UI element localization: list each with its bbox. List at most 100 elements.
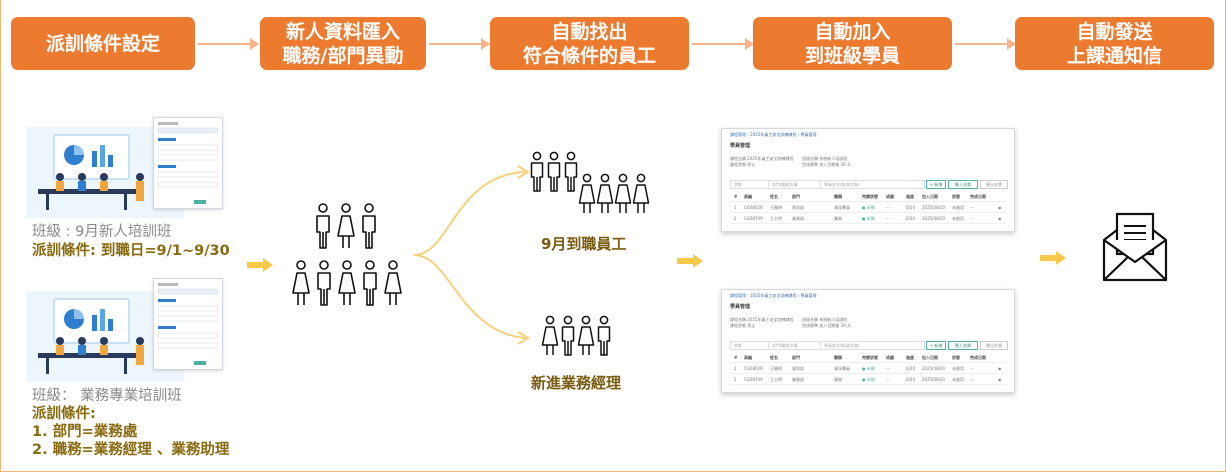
table-cell: 王大明 [770,377,782,382]
column-header: 員編 [744,194,752,199]
column-header: 部門 [792,355,800,360]
import-button[interactable]: 匯入名單 [948,341,978,350]
table-cell: 王大明 [770,216,782,221]
breadcrumb: 課程管理 › 2025年員工安全訓練課程 › 學員管理 [730,132,817,137]
class-name: 班級名稱 系統新人培訓班 [802,317,848,322]
table-cell: 王曉明 [770,366,782,371]
table-cell: 2025/08/20 [922,366,946,371]
column-header: 姓名 [770,355,778,360]
table-cell: 未啟用 [952,366,964,371]
table-cell: 2 [734,377,737,382]
step-import-new-hires: 新人資料匯入 職務/部門異動 [260,17,426,70]
roster-screenshot-1: 課程管理 › 2025年員工安全訓練課程 › 學員管理 學員管理 課程名稱 20… [721,128,1015,232]
add-button[interactable]: + 新增 [926,341,946,350]
status-filter[interactable]: 狀態 [730,180,769,189]
flow-arrow-2 [429,38,490,50]
name-search-input[interactable]: 學員姓名/帳號/信箱 [820,341,925,350]
table-cell: CG08026 [744,366,763,371]
table-cell: 2025/08/20 [922,216,946,221]
class2-name: 班級： 業務專業培訓班 [32,388,182,404]
column-header: 進度 [906,194,914,199]
column-header: 狀態 [952,355,960,360]
table-row[interactable]: 2 CG08709 王大明 業務部 業務 ● 未開 -- 0/20 2025/0… [730,376,1006,385]
new-hires-group-icon [530,151,650,214]
step-find-employees: 自動找出 符合條件的員工 [490,17,689,70]
table-cell: ● 未開 [862,216,875,221]
class2-condition-1: 1. 部門=業務處 [32,424,138,440]
table-row[interactable]: 1 CG08026 王曉明 資訊部 資深專員 ● 未開 -- 0/20 2025… [730,365,1006,374]
column-header: 進度 [906,355,914,360]
yellow-arrow-icon [247,258,273,272]
status-filter[interactable]: 狀態 [730,341,769,350]
new-managers-label: 新進業務經理 [531,374,622,392]
export-button[interactable]: 匯出名單 [980,180,1008,189]
flow-arrow-3 [692,38,754,50]
course-status: 課程狀態 停止 [730,162,756,167]
table-cell: ● 未開 [862,205,875,210]
add-button[interactable]: + 新增 [926,180,946,189]
table-cell: 未啟用 [952,205,964,210]
table-cell: -- [886,366,889,371]
column-header: 完成日期 [970,355,986,360]
table-row[interactable]: 1 CG08026 王曉明 資訊部 資深專員 ● 未開 -- 0/20 2025… [730,204,1006,213]
yellow-arrow-icon [677,254,703,268]
table-cell: 資深專員 [834,205,850,210]
view-icon[interactable]: ◉ [998,205,1002,210]
table-cell: 2 [734,216,737,221]
view-icon[interactable]: ◉ [998,377,1002,382]
branch-curves [413,165,530,345]
dept-search-input[interactable]: 部門/職務名稱 [768,341,821,350]
form-fields-icon [157,122,219,204]
table-cell: 未啟用 [952,216,964,221]
step-send-notification: 自動發送 上課通知信 [1015,17,1214,70]
table-cell: CG08709 [744,216,763,221]
completion-rule: 完成標準 加入日期後 30 天 [802,162,851,167]
column-header: 部門 [792,194,800,199]
table-cell: 資訊部 [792,366,804,371]
column-header: 職稱 [834,194,842,199]
table-cell: 資訊部 [792,205,804,210]
table-cell: 業務 [834,377,842,382]
table-row[interactable]: 2 CG08709 王大明 業務部 業務 ● 未開 -- 0/20 2025/0… [730,215,1006,224]
course-status: 課程狀態 停止 [730,323,756,328]
view-icon[interactable]: ◉ [998,216,1002,221]
table-cell: 業務 [834,216,842,221]
dept-search-input[interactable]: 部門/職務名稱 [768,180,821,189]
class1-condition: 派訓條件: 到職日=9/1~9/30 [32,243,230,259]
class-name: 班級名稱 系統新人培訓班 [802,156,848,161]
table-cell: -- [970,216,973,221]
table-header: # 員編 姓名 部門 職稱 完課狀態 成績 進度 加入日期 狀態 完成日期 [730,193,1006,202]
class-info: 班級名稱 系統新人培訓班 完成標準 加入日期後 30 天 [802,317,851,329]
view-icon[interactable]: ◉ [998,366,1002,371]
class1-name: 班級 : 9月新人培訓班 [32,224,172,240]
export-button[interactable]: 匯出名單 [980,341,1008,350]
table-cell: 0/20 [906,216,915,221]
course-info: 課程名稱 2025年員工安全訓練課程 課程狀態 停止 [730,317,793,329]
class2-settings-form [153,278,223,370]
step-dispatch-conditions: 派訓條件設定 [11,17,195,70]
class2-condition-2: 2. 職務=業務經理 、業務助理 [32,442,230,458]
table-cell: 1 [734,366,737,371]
course-info: 課程名稱 2025年員工安全訓練課程 課程狀態 停止 [730,156,793,168]
new-hires-label: 9月到職員工 [541,235,627,253]
table-cell: -- [886,216,889,221]
column-header: 狀態 [952,194,960,199]
completion-rule: 完成標準 加入日期後 30 天 [802,323,851,328]
name-search-input[interactable]: 學員姓名/帳號/信箱 [820,180,925,189]
flow-arrow-1 [198,38,259,50]
column-header: 加入日期 [922,194,938,199]
column-header: 成績 [886,355,894,360]
page-title: 學員管理 [730,143,751,149]
table-cell: 0/20 [906,205,915,210]
column-header: 完課狀態 [862,194,878,199]
toolbar: 狀態 部門/職務名稱 學員姓名/帳號/信箱 + 新增 匯入名單 匯出名單 [730,179,1008,189]
table-cell: -- [970,205,973,210]
toolbar: 狀態 部門/職務名稱 學員姓名/帳號/信箱 + 新增 匯入名單 匯出名單 [730,340,1008,350]
column-header: 加入日期 [922,355,938,360]
column-header: 完成日期 [970,194,986,199]
table-cell: 資深專員 [834,366,850,371]
table-cell: 未啟用 [952,377,964,382]
table-cell: 2025/08/20 [922,377,946,382]
table-cell: 0/20 [906,377,915,382]
import-button[interactable]: 匯入名單 [948,180,978,189]
